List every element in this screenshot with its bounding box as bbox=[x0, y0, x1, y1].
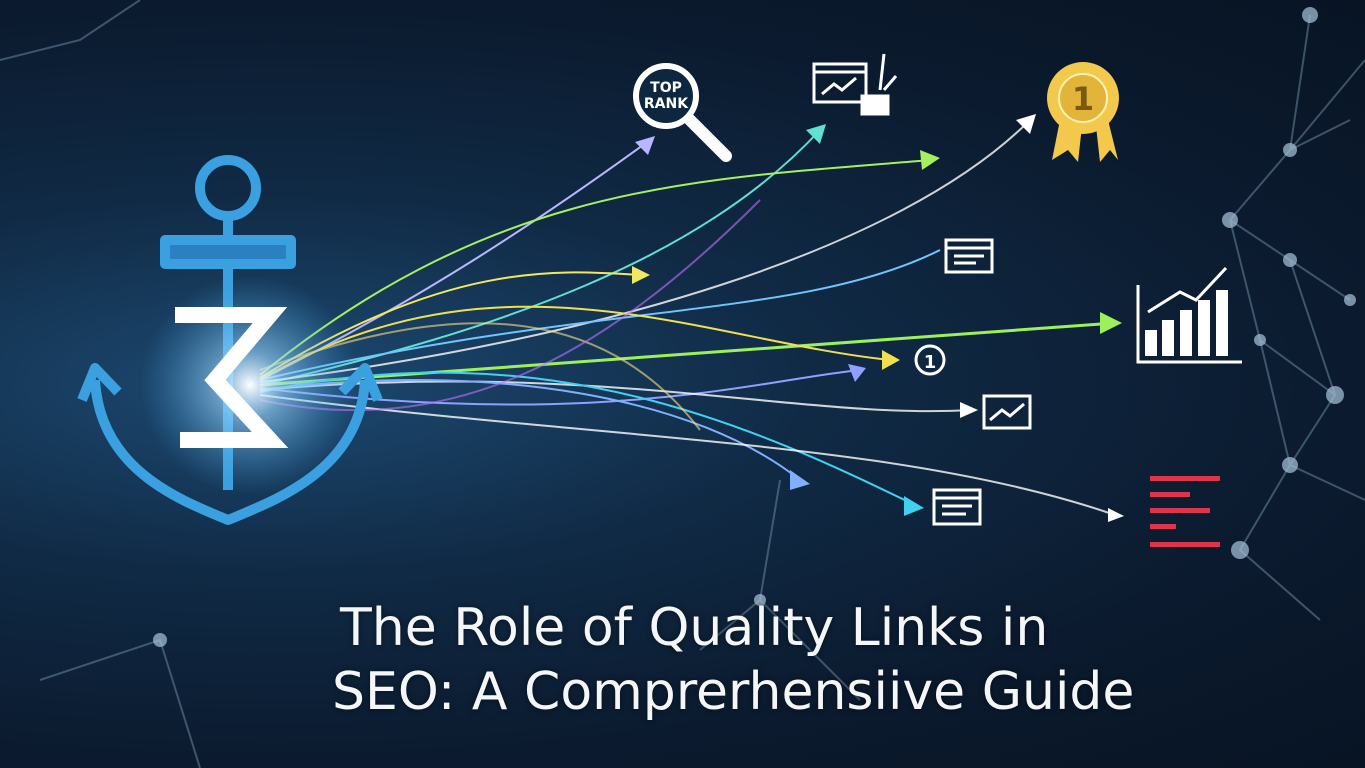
title-line-2: SEO: A Comprerhensiive Guide bbox=[332, 662, 1135, 722]
browser-growth-icon bbox=[812, 53, 898, 116]
badge-top-text: TOP bbox=[650, 80, 682, 96]
red-lines-icon bbox=[1150, 476, 1220, 547]
medal-icon: 1 bbox=[1047, 62, 1119, 162]
medal-number: 1 bbox=[1072, 80, 1094, 118]
list-icon bbox=[932, 488, 982, 526]
badge-bottom-text: RANK bbox=[644, 96, 689, 112]
link-streams bbox=[259, 119, 1116, 516]
rank-marker-icon: 1 bbox=[914, 344, 946, 376]
magnifier-icon: TOP RANK bbox=[633, 63, 732, 162]
svg-text:1: 1 bbox=[924, 352, 937, 373]
arrow-heads bbox=[632, 114, 1124, 522]
sigma-icon bbox=[175, 307, 289, 448]
document-icon bbox=[944, 238, 994, 274]
title-line-1: The Role of Quality Links in bbox=[340, 598, 1049, 658]
bar-chart-icon bbox=[1136, 266, 1242, 364]
trend-window-icon bbox=[982, 394, 1032, 430]
